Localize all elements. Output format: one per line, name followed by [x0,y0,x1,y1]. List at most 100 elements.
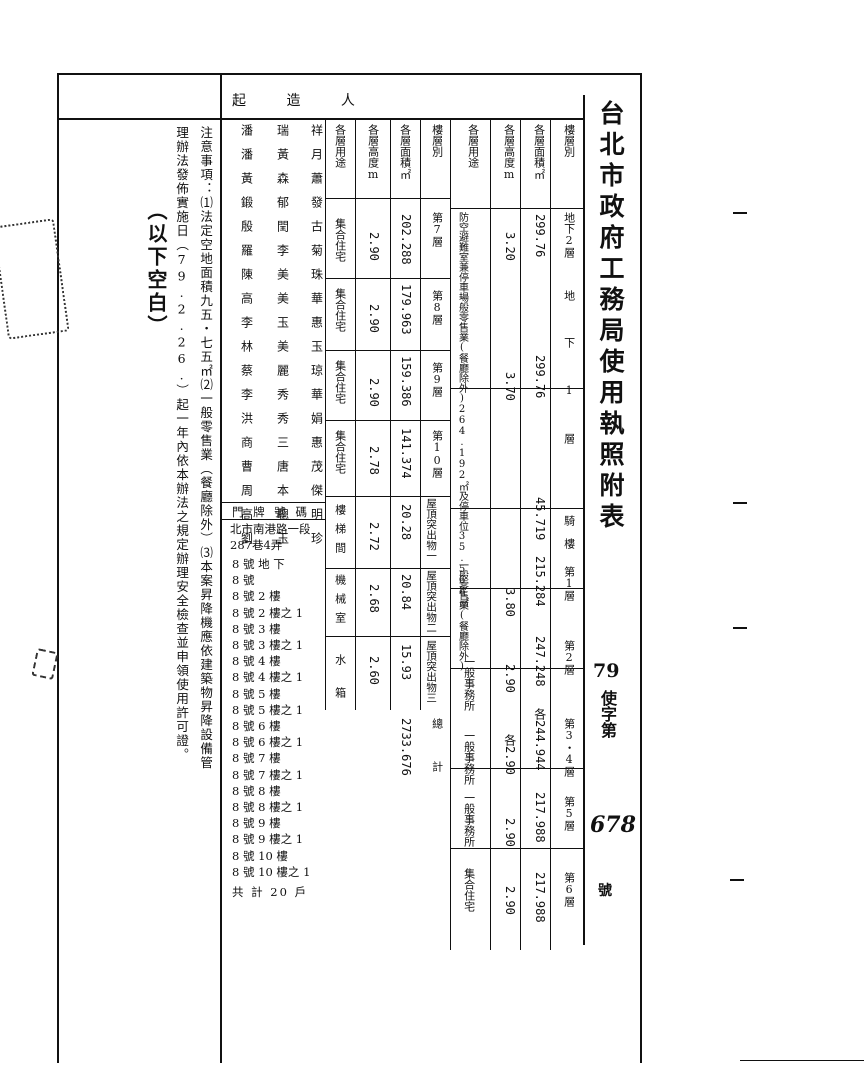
upper-area-b2: 299.76 [532,214,547,258]
lower-area-9: 159.386 [398,356,413,407]
upper-height-3-4: 各2.90 [502,734,517,775]
doc-number-prefix: 79 [593,660,620,682]
lower-floor-8: 第8層 [430,290,444,325]
lower-label-use: 各層用途 [333,124,347,168]
lower-floor-table [325,118,450,710]
upper-area-1: 215.284 [532,556,547,607]
upper-use-b2: 防空避難室兼停車場 [456,212,468,302]
upper-use-3-4: 一般事務所 [462,730,476,785]
frame-top [57,73,642,75]
upper-label-area: 各層面積㎡ [532,124,546,179]
upper-area-arcade: 45.719 [532,497,547,541]
upper-label-floor: 樓層別 [562,124,576,157]
lower-use-10: 集合住宅 [333,430,347,474]
upper-area-2: 247.248 [532,636,547,687]
blank-below-mark: （以下空白） [144,200,168,338]
upper-use-b1: 一般零售業(餐廳除外)264.192㎡及停車位35.568㎡ [456,292,468,607]
lower-use-9: 集合住宅 [333,360,347,404]
upper-area-6: 217.988 [532,872,547,923]
lower-area-rooftop-3: 15.93 [398,644,413,681]
address-unit: 8 號 5 樓 [232,686,281,701]
lower-area-rooftop-2: 20.84 [398,574,413,611]
upper-floor-3-4: 第3・4層 [562,718,576,777]
doc-number-middle: 使字第 [598,690,617,738]
address-unit: 8 號 6 樓 [232,719,281,734]
address-unit: 8 號 2 樓 [232,589,281,604]
upper-height-b2: 3.20 [502,232,517,261]
lower-height-9: 2.90 [366,378,381,407]
upper-height-6: 2.90 [502,886,517,915]
doc-number-suffix: 號 [598,883,612,899]
upper-use-1: 一般零售業(餐廳除外) [456,560,468,672]
address-divider-top [222,502,325,503]
upper-floor-b2: 地下2層 [562,212,576,258]
lower-area-8: 179.963 [398,284,413,335]
lower-height-rooftop-2: 2.68 [366,584,381,613]
address-unit: 8 號 4 樓 [232,654,281,669]
lower-height-7: 2.90 [366,232,381,261]
builder-names-col-1: 祥月蕭發古菊珠華惠玉琼華娟惠茂傑明珍 [309,124,324,556]
upper-height-1: 3.80 [502,588,517,617]
address-unit: 8 號 7 樓 [232,751,281,766]
upper-floor-table [450,118,583,950]
address-header: 門 牌 號 碼 [232,505,310,519]
lower-floor-total: 總計 [430,718,444,804]
upper-label-use: 各層用途 [466,124,480,168]
address-unit: 8 號 9 樓之 1 [232,832,304,847]
margin-tick [733,502,747,504]
upper-use-6: 集合住宅 [462,868,476,912]
notes-line-1: 注意事項：⑴法定空地面積九五・七五㎡⑵一般零售業（餐廳除外）⑶本案昇降機應依建築… [198,126,214,770]
upper-height-2: 2.90 [502,664,517,693]
doc-number-value: 678 [590,812,636,838]
lower-area-7: 202.288 [398,214,413,265]
page-title: 台北市政府工務局使用執照附表 [596,100,625,534]
lower-use-7: 集合住宅 [333,218,347,262]
lower-floor-rooftop-2: 屋頂突出物二 [425,570,438,633]
lower-area-10: 141.374 [398,428,413,479]
upper-floor-5: 第5層 [562,796,576,831]
upper-use-2: 一般事務所 [462,656,476,711]
frame-right [640,73,642,1063]
lower-height-10: 2.78 [366,446,381,475]
address-unit: 8 號 5 樓之 1 [232,702,304,717]
lower-height-8: 2.90 [366,304,381,333]
frame-inner-right [583,95,585,945]
builder-names: 祥月蕭發古菊珠華惠玉琼華娟惠茂傑明珍 瑞黃森郁閏李美美玉美麗秀秀三唐本聰玉 潘潘… [228,124,324,556]
lower-floor-9: 第9層 [430,362,444,397]
lower-label-floor: 樓層別 [430,124,444,157]
builder-names-col-3: 潘潘黃鍛殷羅陳高李林蔡李洪商曹周高劉 [239,124,254,556]
address-unit: 8 號 8 樓 [232,783,281,798]
margin-tick [733,212,747,214]
address-unit: 8 號 [232,573,255,588]
seal-stamp [0,218,70,340]
lower-floor-7: 第7層 [430,212,444,247]
lower-height-rooftop-3: 2.60 [366,656,381,685]
upper-area-b1: 299.76 [532,355,547,399]
upper-area-5: 217.988 [532,792,547,843]
address-unit: 8 號 8 樓之 1 [232,800,304,815]
margin-tick [730,879,744,881]
address-unit: 8 號 7 樓之 1 [232,767,304,782]
lower-label-area: 各層面積㎡ [398,124,412,179]
address-unit: 8 號 10 樓之 1 [232,864,311,879]
lower-use-rooftop-1: 樓梯間 [333,504,347,561]
upper-floor-1: 第1層 [562,566,576,601]
lower-area-rooftop-1: 20.28 [398,504,413,541]
margin-tick [733,627,747,629]
lower-floor-rooftop-3: 屋頂突出物三 [425,640,438,703]
address-total: 共 計 20 戶 [232,885,309,900]
address-unit: 8 號 3 樓 [232,621,281,636]
lower-floor-10: 第10層 [430,430,444,478]
frame-notes-divider [220,73,222,1063]
frame-row-divider [57,118,583,120]
lower-use-8: 集合住宅 [333,288,347,332]
upper-floor-2: 第2層 [562,640,576,675]
address-unit: 8 號 9 樓 [232,816,281,831]
small-stamp [31,648,59,680]
frame-bottom [740,1060,864,1061]
address-unit: 8 號 地 下 [232,557,285,571]
address-street: 北市南港路一段287巷4弄 [230,522,311,552]
builder-names-col-2: 瑞黃森郁閏李美美玉美麗秀秀三唐本聰玉 [275,124,290,556]
upper-floor-6: 第6層 [562,872,576,907]
address-unit: 8 號 10 樓 [232,848,288,863]
